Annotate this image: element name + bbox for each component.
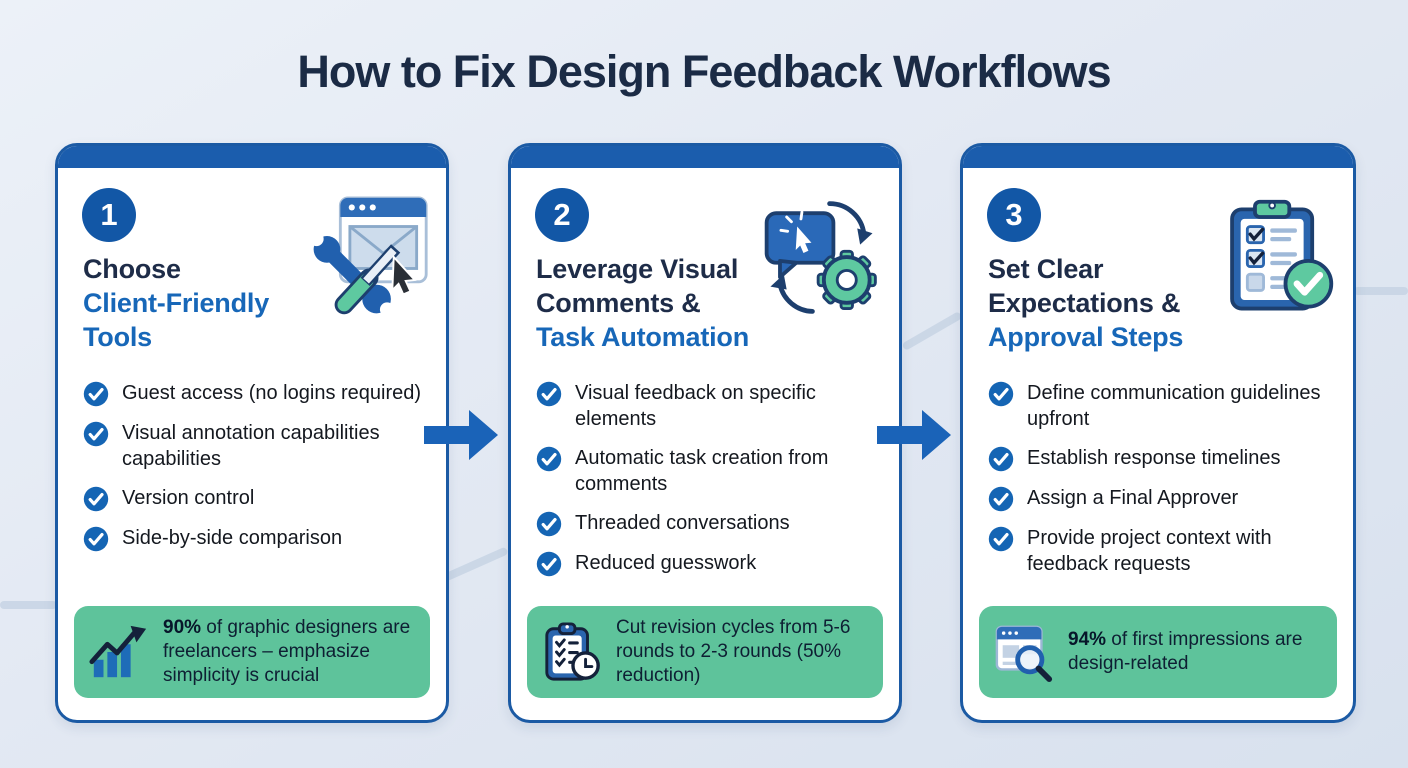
- list-item: Assign a Final Approver: [988, 485, 1345, 512]
- infographic-title: How to Fix Design Feedback Workflows: [297, 46, 1111, 97]
- card-top-bar: [58, 146, 446, 168]
- card-top-bar: [511, 146, 899, 168]
- check-icon: [83, 526, 109, 552]
- check-icon: [536, 551, 562, 577]
- card-title-accent: Task Automation: [536, 322, 750, 352]
- check-icon: [988, 486, 1014, 512]
- stat-text: 94% of first impressions are design-rela…: [1068, 628, 1323, 676]
- checklist: Define communication guidelines upfront …: [988, 380, 1345, 577]
- decorative-line: [1354, 287, 1408, 295]
- list-item-text: Visual annotation capabilities capabilit…: [122, 422, 380, 470]
- check-icon: [988, 526, 1014, 552]
- card-title-dark: Leverage Visual Comments &: [536, 254, 739, 318]
- card-title-dark: Set Clear Expectations &: [988, 254, 1181, 318]
- arrow-right-icon: [424, 410, 498, 460]
- list-item: Reduced guesswork: [536, 550, 891, 577]
- stat-box: 94% of first impressions are design-rela…: [979, 606, 1337, 698]
- list-item-text: Provide project context with feedback re…: [1027, 527, 1272, 575]
- check-icon: [536, 381, 562, 407]
- list-item-text: Guest access (no logins required): [122, 382, 422, 404]
- comment-automation-icon: [759, 192, 883, 324]
- arrow-right-icon: [877, 410, 951, 460]
- decorative-line: [0, 601, 57, 609]
- step-number-badge: 3: [987, 188, 1041, 242]
- card-title-accent: Client-Friendly Tools: [83, 288, 270, 352]
- list-item-text: Define communication guidelines upfront: [1027, 382, 1321, 430]
- decorative-line: [443, 546, 509, 582]
- stat-box: 90% of graphic designers are freelancers…: [74, 606, 430, 698]
- list-item-text: Assign a Final Approver: [1027, 487, 1239, 509]
- list-item-text: Reduced guesswork: [575, 552, 757, 574]
- clipboard-clock-icon: [541, 621, 603, 683]
- list-item: Provide project context with feedback re…: [988, 525, 1345, 577]
- stat-body: of graphic designers are freelancers – e…: [163, 617, 411, 686]
- stat-body: of first impressions are design-related: [1068, 629, 1303, 674]
- decorative-line: [901, 311, 963, 351]
- list-item: Version control: [83, 485, 438, 512]
- list-item-text: Threaded conversations: [575, 512, 790, 534]
- list-item-text: Side-by-side comparison: [122, 527, 343, 549]
- list-item-text: Establish response timelines: [1027, 447, 1281, 469]
- list-item: Threaded conversations: [536, 510, 891, 537]
- check-icon: [536, 446, 562, 472]
- check-icon: [988, 381, 1014, 407]
- list-item: Side-by-side comparison: [83, 525, 438, 552]
- list-item-text: Visual feedback on specific elements: [575, 382, 816, 430]
- check-icon: [83, 421, 109, 447]
- card-title: Choose Client-Friendly Tools: [83, 252, 327, 354]
- list-item-text: Version control: [122, 487, 255, 509]
- stat-body: Cut revision cycles from 5-6 rounds to 2…: [616, 617, 851, 686]
- list-item-text: Automatic task creation from comments: [575, 447, 829, 495]
- checklist: Guest access (no logins required) Visual…: [83, 380, 438, 552]
- browser-search-icon: [993, 621, 1055, 683]
- browser-tools-icon: [306, 192, 430, 324]
- list-item: Define communication guidelines upfront: [988, 380, 1345, 432]
- card-top-bar: [963, 146, 1353, 168]
- stat-text: Cut revision cycles from 5-6 rounds to 2…: [616, 616, 869, 688]
- step-number: 3: [1005, 197, 1023, 232]
- growth-chart-icon: [88, 621, 150, 683]
- list-item: Visual feedback on specific elements: [536, 380, 891, 432]
- stat-highlight: 90%: [163, 617, 202, 638]
- list-item: Guest access (no logins required): [83, 380, 438, 407]
- card-title: Leverage Visual Comments & Task Automati…: [536, 252, 780, 354]
- check-icon: [83, 381, 109, 407]
- stat-box: Cut revision cycles from 5-6 rounds to 2…: [527, 606, 883, 698]
- clipboard-approval-icon: [1213, 192, 1337, 324]
- step-number: 1: [100, 197, 118, 232]
- step-number-badge: 1: [82, 188, 136, 242]
- stat-text: 90% of graphic designers are freelancers…: [163, 616, 416, 688]
- card-title: Set Clear Expectations & Approval Steps: [988, 252, 1232, 354]
- card-title-accent: Approval Steps: [988, 322, 1184, 352]
- card-title-dark: Choose: [83, 254, 181, 284]
- step-number-badge: 2: [535, 188, 589, 242]
- list-item: Establish response timelines: [988, 445, 1345, 472]
- check-icon: [536, 511, 562, 537]
- step-card-3: 3 Set Clear Expectations & Approval Step…: [960, 143, 1356, 723]
- list-item: Automatic task creation from comments: [536, 445, 891, 497]
- stat-highlight: 94%: [1068, 629, 1107, 650]
- step-card-2: 2: [508, 143, 902, 723]
- list-item: Visual annotation capabilities capabilit…: [83, 420, 438, 472]
- check-icon: [83, 486, 109, 512]
- check-icon: [988, 446, 1014, 472]
- checklist: Visual feedback on specific elements Aut…: [536, 380, 891, 577]
- step-number: 2: [553, 197, 571, 232]
- step-card-1: 1 Choose Client-Friendly Tools Guest acc…: [55, 143, 449, 723]
